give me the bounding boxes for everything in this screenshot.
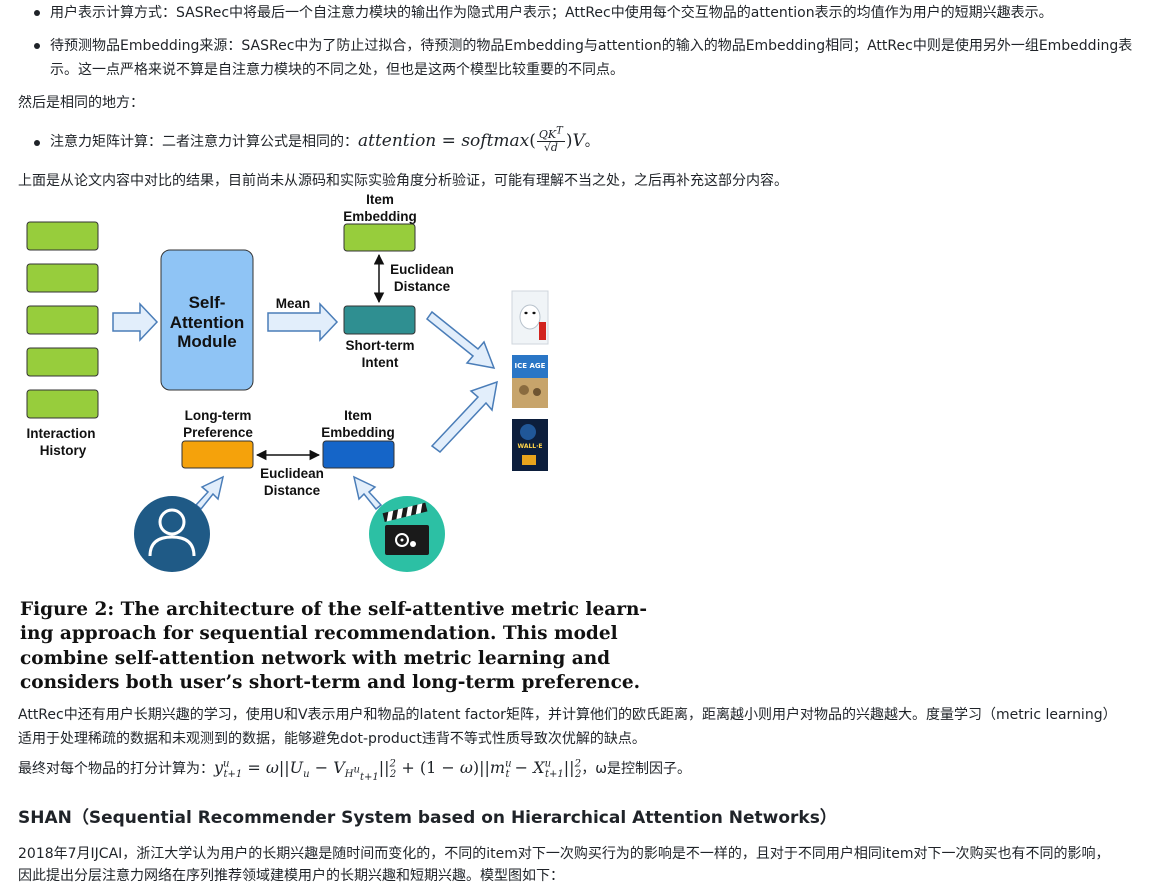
caption-line: ing approach for sequential recommendati… [20,623,618,645]
interaction-history-label: History [40,443,87,458]
movie-poster-2: ICE AGE [512,355,548,408]
short-term-intent-label: Short-term [345,338,414,353]
svg-text:WALL·E: WALL·E [517,443,542,450]
mean-label: Mean [276,296,311,311]
svg-text:ICE AGE: ICE AGE [515,362,546,370]
bullet-user-representation: 用户表示计算方式：SASRec中将最后一个自注意力模块的输出作为隐式用户表示；A… [50,5,1053,21]
history-item-3 [26,305,99,335]
long-term-preference-label: Preference [183,425,253,440]
history-item-5 [26,389,99,419]
bullet-dot [34,10,40,16]
attention-formula: attention = softmax(QKT√d)V [358,125,585,154]
score-formula-suffix: ，ω是控制因子。 [581,761,692,777]
shan-paragraph: 2018年7月IJCAI，浙江大学认为用户的长期兴趣是随时间而变化的，不同的it… [18,846,1110,862]
item-embedding-top [343,223,416,252]
attention-formula-prefix: 注意力矩阵计算：二者注意力计算公式是相同的： [50,134,358,150]
score-formula-prefix: 最终对每个物品的打分计算为： [18,761,214,777]
arrow-short-term-to-posters [425,310,496,369]
item-embedding-top-label: Embedding [343,209,417,224]
history-item-1 [26,221,99,251]
movie-clapper-icon [369,496,445,572]
bullet-dot [34,43,40,49]
long-term-preference-label: Long-term [185,408,252,423]
long-term-preference [181,440,254,469]
user-icon [134,496,210,572]
bullet-item-embedding-source-cont: 示。这一点严格来说不算是自注意力模块的不同之处，但也是这两个模型比较重要的不同点… [50,62,624,78]
attention-formula-suffix: 。 [584,134,599,150]
euclidean-distance-top-label: Distance [394,279,451,294]
interaction-history [26,221,99,419]
item-embedding-bottom [322,440,395,469]
item-embedding-bottom-label: Item [344,408,372,423]
shan-paragraph-cont: 因此提出分层注意力网络在序列推荐领域建模用户的长期兴趣和短期兴趣。模型图如下： [18,868,564,884]
bullet-attention-formula: 注意力矩阵计算：二者注意力计算公式是相同的：attention = softma… [50,124,599,158]
caption-line: considers both user’s short-term and lon… [20,672,641,694]
arrow-user-to-long-term [194,475,225,511]
history-item-4 [26,347,99,377]
analysis-note: 上面是从论文内容中对比的结果，目前尚未从源码和实际实验角度分析验证，可能有理解不… [18,173,788,189]
section-title-shan: SHAN（Sequential Recommender System based… [18,808,837,828]
self-attention-label: Module [177,332,237,351]
movie-poster-1 [511,290,549,345]
short-term-intent-label: Intent [362,355,399,370]
euclidean-distance-top-label: Euclidean [390,262,454,277]
arrow-long-term-to-posters [430,380,498,454]
history-item-2 [26,263,99,293]
interaction-history-label: Interaction [26,426,95,441]
movie-poster-3: WALL·E [512,419,548,471]
score-formula: yut+1 = ω||Uu − VHut+1||22 + (1 − ω)||mu… [214,758,582,784]
figure-caption: Figure 2: The architecture of the self-a… [20,598,648,696]
self-attention-module [160,249,254,391]
short-term-intent [343,305,416,335]
euclidean-distance-bottom-label: Distance [264,483,321,498]
arrow-item-to-embedding [352,475,383,511]
score-formula-line: 最终对每个物品的打分计算为：yut+1 = ω||Uu − VHut+1||22… [18,754,692,784]
arrow-mean [267,302,339,342]
self-attention-label: Self- [189,293,226,312]
item-embedding-top-label: Item [366,192,394,207]
same-intro: 然后是相同的地方： [18,95,144,111]
euclidean-distance-bottom-label: Euclidean [260,466,324,481]
bullet-item-embedding-source: 待预测物品Embedding来源：SASRec中为了防止过拟合，待预测的物品Em… [50,38,1133,54]
bullet-dot [34,140,40,146]
metric-learning-paragraph: AttRec中还有用户长期兴趣的学习，使用U和V表示用户和物品的latent f… [18,707,1117,723]
caption-line: combine self-attention network with metr… [20,647,611,669]
metric-learning-paragraph-cont: 适用于处理稀疏的数据和未观测到的数据，能够避免dot-product违背不等式性… [18,731,646,747]
self-attention-label: Attention [170,313,245,332]
item-embedding-bottom-label: Embedding [321,425,395,440]
caption-line: Figure 2: The architecture of the self-a… [20,599,648,620]
arrow-history-to-attention [112,302,159,342]
